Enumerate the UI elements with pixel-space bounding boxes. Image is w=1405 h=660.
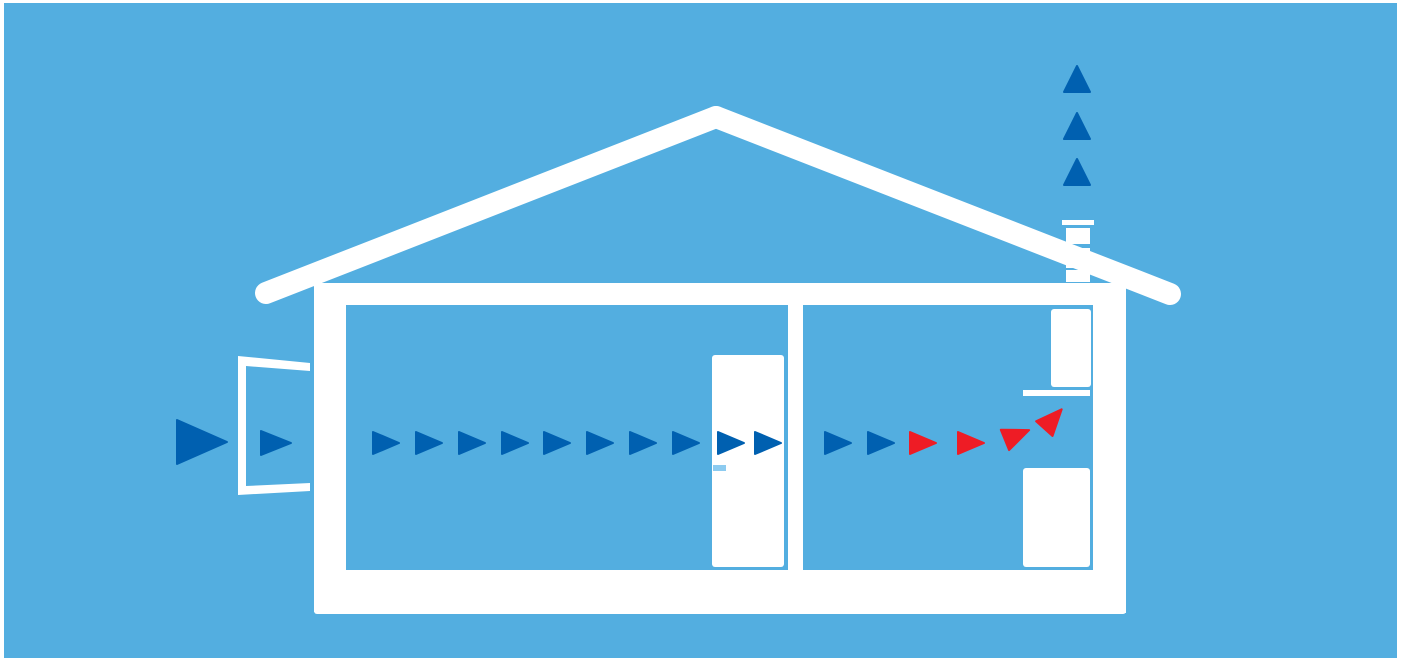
airflow-arrow-icon [260, 430, 292, 456]
ventilation-unit [1023, 309, 1091, 567]
airflow-warm-arrow-icon [999, 428, 1031, 452]
exhaust-vent-icon [1062, 220, 1094, 282]
upper-cabinet [1051, 309, 1091, 387]
roof [255, 106, 1181, 305]
door-handle [713, 465, 726, 471]
background-panel [4, 3, 1397, 658]
airflow-arrow-icon [824, 431, 852, 455]
open-window-icon [238, 356, 310, 495]
exhaust-arrow-icon [1063, 158, 1091, 186]
airflow-arrow-icon [867, 431, 895, 455]
exhaust-arrow-icon [1063, 65, 1091, 93]
range-hood-shelf [1023, 390, 1090, 396]
airflow-arrow-icon [543, 431, 571, 455]
airflow-arrow-icon [458, 431, 486, 455]
airflow-arrow-icon [672, 431, 700, 455]
airflow-arrows [176, 65, 1091, 465]
interior-door-icon [712, 355, 784, 567]
airflow-arrow-icon [415, 431, 443, 455]
airflow-arrow-icon [372, 431, 400, 455]
airflow-arrow-icon [586, 431, 614, 455]
exhaust-arrow-icon [1063, 112, 1091, 140]
airflow-arrow-icon [501, 431, 529, 455]
lower-cabinet [1023, 468, 1090, 567]
airflow-arrow-icon [754, 431, 782, 455]
airflow-warm-arrow-icon [909, 431, 937, 455]
airflow-arrow-icon [629, 431, 657, 455]
house-walls [314, 283, 1126, 614]
airflow-arrow-icon [176, 419, 228, 465]
airflow-arrow-icon [717, 431, 745, 455]
airflow-warm-arrow-icon [957, 431, 985, 455]
airflow-warm-arrow-icon [1035, 408, 1063, 437]
